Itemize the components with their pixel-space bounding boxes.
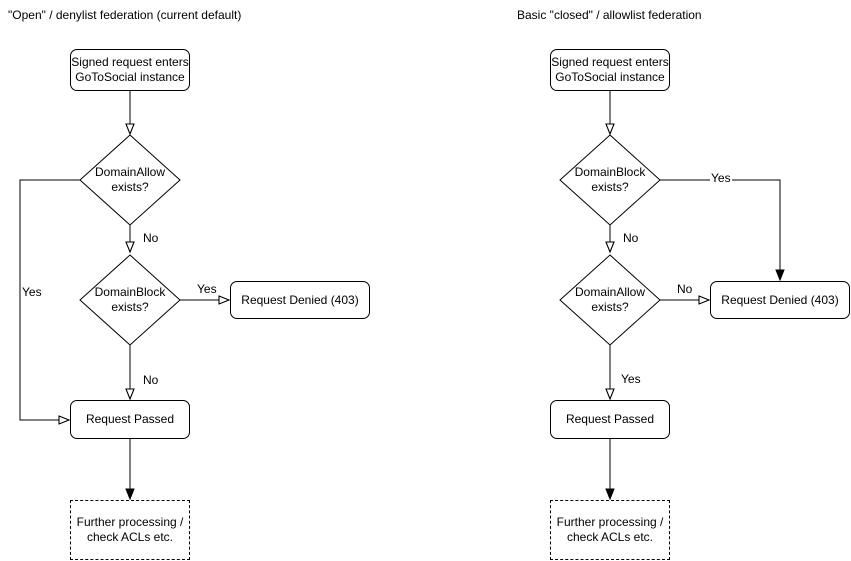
edge-decision1-yes-left bbox=[19, 179, 80, 425]
diagram-title-right: Basic "closed" / allowlist federation bbox=[517, 8, 702, 22]
node-further-processing-left: Further processing / check ACLs etc. bbox=[70, 500, 190, 560]
edge-label-decision2-yes-right: Yes bbox=[620, 372, 642, 386]
node-decision2-label-left: DomainBlock exists? bbox=[94, 285, 166, 314]
edge-label-decision1-no-left: No bbox=[142, 231, 160, 245]
node-request-denied-right: Request Denied (403) bbox=[710, 281, 850, 319]
edge-label-decision1-no-right: No bbox=[622, 231, 640, 245]
node-start-right: Signed request enters GoToSocial instanc… bbox=[550, 49, 670, 91]
node-decision2-label-right: DomainAllow exists? bbox=[574, 285, 646, 314]
node-request-passed-left: Request Passed bbox=[70, 400, 190, 439]
node-further-processing-right: Further processing / check ACLs etc. bbox=[550, 500, 670, 560]
node-decision1-label-left: DomainAllow exists? bbox=[94, 165, 166, 194]
edge-label-decision2-no-left: No bbox=[142, 373, 160, 387]
decision1-diamond-left bbox=[79, 134, 181, 226]
edge-label-decision2-yes-left: Yes bbox=[196, 282, 218, 296]
node-start-left: Signed request enters GoToSocial instanc… bbox=[70, 49, 190, 91]
edge-label-decision2-no-right: No bbox=[676, 282, 694, 296]
edge-decision1-yes-right bbox=[660, 179, 785, 282]
node-decision1-label-right: DomainBlock exists? bbox=[574, 165, 646, 194]
decision2-diamond-left bbox=[79, 254, 181, 346]
edge-label-decision1-yes-left: Yes bbox=[21, 285, 43, 299]
decision1-diamond-right bbox=[559, 134, 661, 226]
decision2-diamond-right bbox=[559, 254, 661, 346]
diagram-title-left: "Open" / denylist federation (current de… bbox=[8, 8, 242, 22]
node-request-passed-right: Request Passed bbox=[550, 400, 670, 439]
node-request-denied-left: Request Denied (403) bbox=[230, 281, 370, 319]
edge-label-decision1-yes-right: Yes bbox=[710, 171, 732, 185]
